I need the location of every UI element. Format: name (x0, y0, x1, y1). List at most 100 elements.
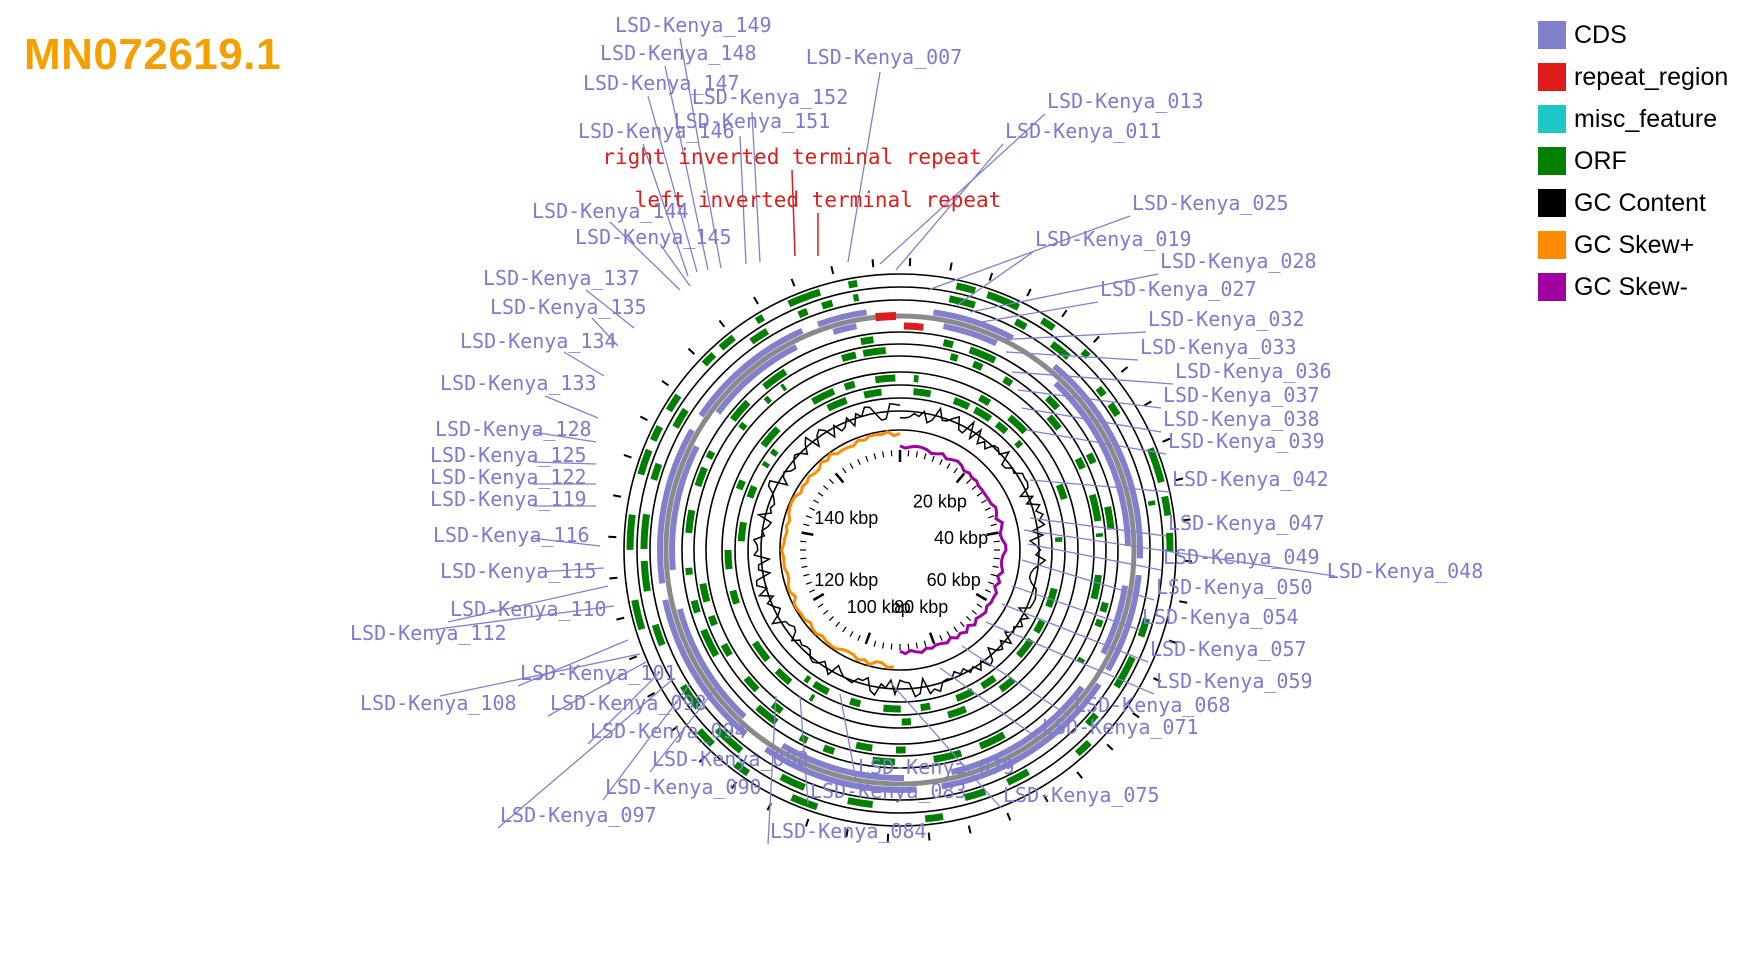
feature-label-4: LSD-Kenya_151 (674, 109, 831, 133)
orf-block-4-10 (729, 589, 740, 605)
scale-tick-47 (817, 603, 824, 608)
orf-block-5-17 (746, 485, 758, 499)
feature-leader-35 (497, 679, 673, 829)
feature-label-37: LSD-Kenya_098 (550, 691, 707, 715)
scale-tick-28 (959, 621, 965, 627)
gc-skew-minus-trace (899, 444, 1008, 656)
feature-label-48: LSD-Kenya_133 (440, 371, 597, 395)
scale-tick-13 (984, 507, 991, 511)
orf-block-3-10 (770, 701, 784, 715)
orf-block-0-20 (787, 288, 822, 308)
orf-block-4-16 (874, 374, 896, 384)
legend: CDS repeat_region misc_feature ORF GC Co… (1538, 14, 1728, 308)
feature-leader-24 (1011, 585, 1141, 631)
orf-block-1-18 (650, 462, 663, 481)
orf-block-2-5 (1099, 601, 1109, 613)
orf-block-1-5 (1147, 500, 1156, 506)
orf-block-5-21 (863, 388, 882, 399)
scale-tick-15 (990, 523, 997, 527)
feature-label-38: LSD-Kenya_108 (360, 691, 517, 715)
outer-tick-39 (718, 319, 726, 328)
feature-leader-12 (981, 301, 1099, 323)
scale-tick-55 (800, 540, 807, 543)
orf-block-2-10 (872, 756, 896, 766)
scale-tick-66 (849, 463, 854, 469)
scale-tick-46 (823, 609, 829, 615)
orf-block-1-10 (963, 788, 987, 802)
orf-block-0-4 (1146, 447, 1165, 484)
scale-tick-48 (812, 592, 825, 602)
feature-label-10: LSD-Kenya_019 (1035, 227, 1192, 251)
feature-leader-22 (1023, 529, 1336, 577)
feature-leader-47 (532, 431, 597, 443)
cds-block-outer-7 (698, 328, 804, 418)
feature-leader-17 (1021, 407, 1162, 433)
outer-tick-43 (871, 259, 875, 268)
outer-tick-40 (753, 296, 759, 305)
feature-leader-15 (1011, 371, 1174, 385)
cds-block-outer-2 (1105, 574, 1142, 672)
scale-tick-16 (986, 531, 999, 536)
scale-tick-42 (849, 631, 854, 637)
feature-leader-0 (679, 37, 722, 269)
orf-block-1-14 (680, 683, 701, 710)
scale-tick-8 (955, 472, 966, 484)
feature-leader-13 (995, 331, 1147, 341)
feature-leader-31 (799, 695, 809, 805)
legend-item-orf: ORF (1538, 140, 1728, 182)
repeat-label-1: left inverted terminal repeat (635, 188, 1002, 212)
ring-outline-2 (649, 299, 1151, 801)
orf-block-3-4 (1074, 456, 1086, 470)
scale-tick-17 (993, 540, 1000, 543)
orf-block-5-8 (1016, 637, 1035, 659)
scale-tick-56 (801, 531, 814, 536)
orf-block-2-16 (685, 567, 693, 576)
scale-tick-67 (857, 459, 861, 466)
legend-label-cds: CDS (1574, 20, 1627, 49)
feature-leader-21 (1027, 543, 1162, 571)
ring-outline-10 (779, 429, 1021, 671)
orf-block-1-11 (847, 797, 874, 809)
feature-leader-28 (939, 667, 1041, 741)
feature-leader-9 (927, 215, 1131, 291)
orf-block-0-15 (650, 424, 663, 442)
orf-block-2-1 (968, 346, 997, 364)
outer-tick-19 (1006, 812, 1012, 821)
feature-label-12: LSD-Kenya_027 (1100, 277, 1257, 301)
outer-tick-1 (949, 262, 953, 271)
legend-item-gc-content: GC Content (1538, 182, 1728, 224)
feature-label-41: LSD-Kenya_110 (450, 597, 607, 621)
cds-block-inner-0 (942, 323, 998, 347)
scale-tick-64 (834, 472, 845, 484)
feature-label-21: LSD-Kenya_049 (1163, 545, 1320, 569)
orf-block-2-9 (933, 749, 963, 763)
outer-tick-17 (1076, 771, 1083, 779)
scale-label-2: 60 kbp (927, 570, 981, 590)
feature-leader-14 (1005, 351, 1139, 361)
feature-label-5: LSD-Kenya_146 (578, 119, 735, 143)
feature-leader-18 (1025, 429, 1167, 455)
feature-leader-32 (767, 695, 777, 845)
outer-tick-36 (639, 415, 648, 422)
feature-label-26: LSD-Kenya_059 (1156, 669, 1313, 693)
orf-block-2-22 (860, 336, 874, 346)
feature-leader-3 (751, 111, 761, 263)
scale-label-0: 20 kbp (913, 491, 967, 511)
feature-leader-34 (602, 683, 691, 801)
feature-label-3: LSD-Kenya_152 (692, 85, 849, 109)
orf-block-4-15 (843, 380, 856, 391)
orf-block-3-7 (1090, 574, 1102, 600)
orf-block-2-2 (1044, 395, 1061, 411)
orf-block-5-9 (980, 674, 997, 690)
orf-block-2-18 (694, 466, 708, 488)
orf-block-0-5 (1161, 495, 1172, 516)
scale-tick-60 (813, 499, 819, 504)
feature-leader-49 (563, 351, 605, 377)
feature-tracks (626, 279, 1174, 823)
legend-swatch-gc-content (1538, 189, 1566, 217)
outer-tick-32 (609, 576, 618, 580)
orf-block-5-18 (761, 460, 771, 469)
scale-tick-38 (882, 642, 885, 649)
feature-label-9: LSD-Kenya_025 (1132, 191, 1289, 215)
orf-block-3-9 (855, 741, 873, 752)
